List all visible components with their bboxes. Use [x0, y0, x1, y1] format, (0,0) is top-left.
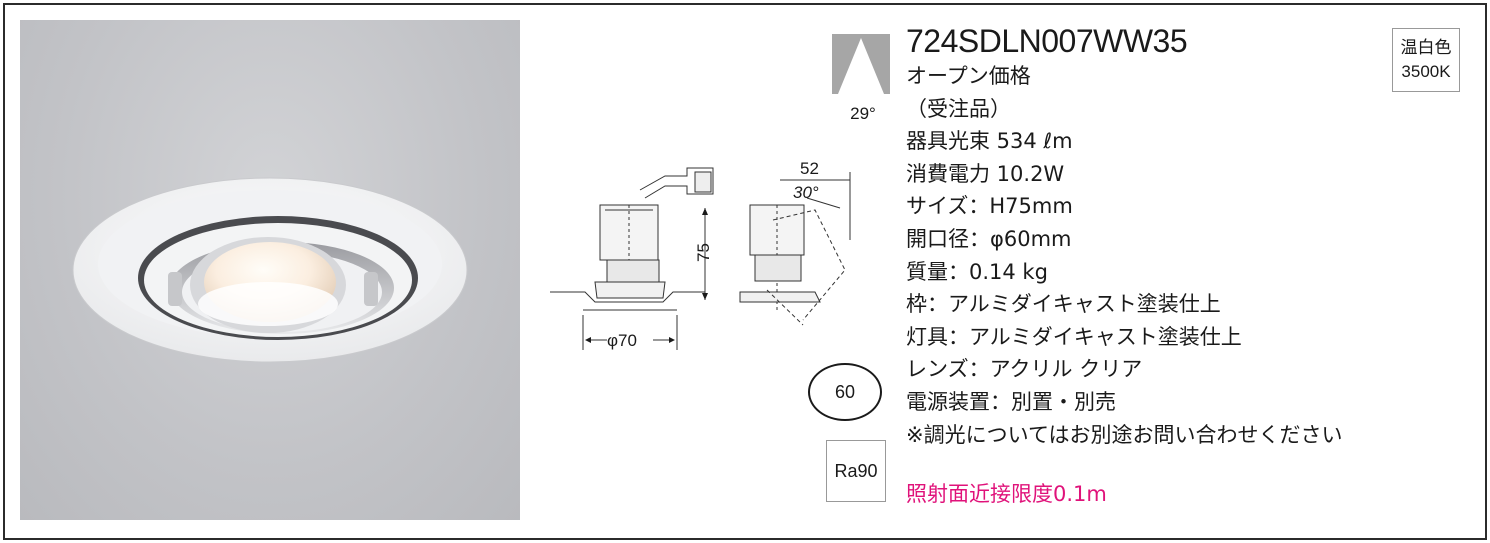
spec-frame: 枠：アルミダイキャスト塗装仕上 [906, 292, 1221, 317]
order-note: （受注品） [906, 96, 1011, 121]
aperture-size-badge: 60 [808, 363, 882, 421]
tilt-angle-label: 30° [793, 183, 819, 202]
spec-body: 灯具：アルミダイキャスト塗装仕上 [906, 324, 1242, 349]
spec-lens: レンズ：アクリル クリア [906, 357, 1143, 382]
height-dimension-label: 75 [694, 243, 713, 262]
spec-aperture: 開口径：φ60mm [906, 226, 1072, 251]
cri-badge: Ra90 [826, 440, 886, 502]
cri-label: Ra90 [834, 460, 878, 481]
model-number: 724SDLN007WW35 [906, 23, 1188, 59]
spec-power: 消費電力 10.2W [906, 161, 1065, 186]
aperture-size-value: 60 [834, 381, 856, 402]
spec-luminous-flux: 器具光束 534 ℓm [906, 129, 1073, 154]
proximity-limit-notice: 照射面近接限度0.1m [906, 482, 1107, 506]
width-dimension-label: φ70 [607, 331, 637, 350]
downlight-illustration [72, 177, 468, 363]
dimension-drawing: φ70 75 52 30° [545, 150, 875, 360]
spec-size: サイズ：H75mm [906, 194, 1073, 219]
spec-block: 724SDLN007WW35 オープン価格 （受注品） 器具光束 534 ℓm … [906, 24, 1376, 451]
price-line: オープン価格 [906, 64, 1031, 88]
beam-angle-icon [832, 34, 890, 94]
color-temperature-kelvin: 3500K [1401, 62, 1451, 81]
color-temperature-name: 温白色 [1400, 38, 1452, 57]
dimension-drawing-svg: φ70 75 52 30° [550, 159, 851, 350]
spec-power-supply: 電源装置：別置・別売 [906, 389, 1116, 414]
spec-weight: 質量：0.14 kg [906, 259, 1048, 284]
spec-dimming-note: ※調光についてはお別途お問い合わせください [906, 422, 1343, 447]
product-photo [20, 20, 520, 520]
beam-angle-value: 29° [850, 104, 876, 123]
color-temperature-badge: 温白色 3500K [1392, 28, 1460, 92]
depth-dimension-label: 52 [800, 159, 819, 178]
